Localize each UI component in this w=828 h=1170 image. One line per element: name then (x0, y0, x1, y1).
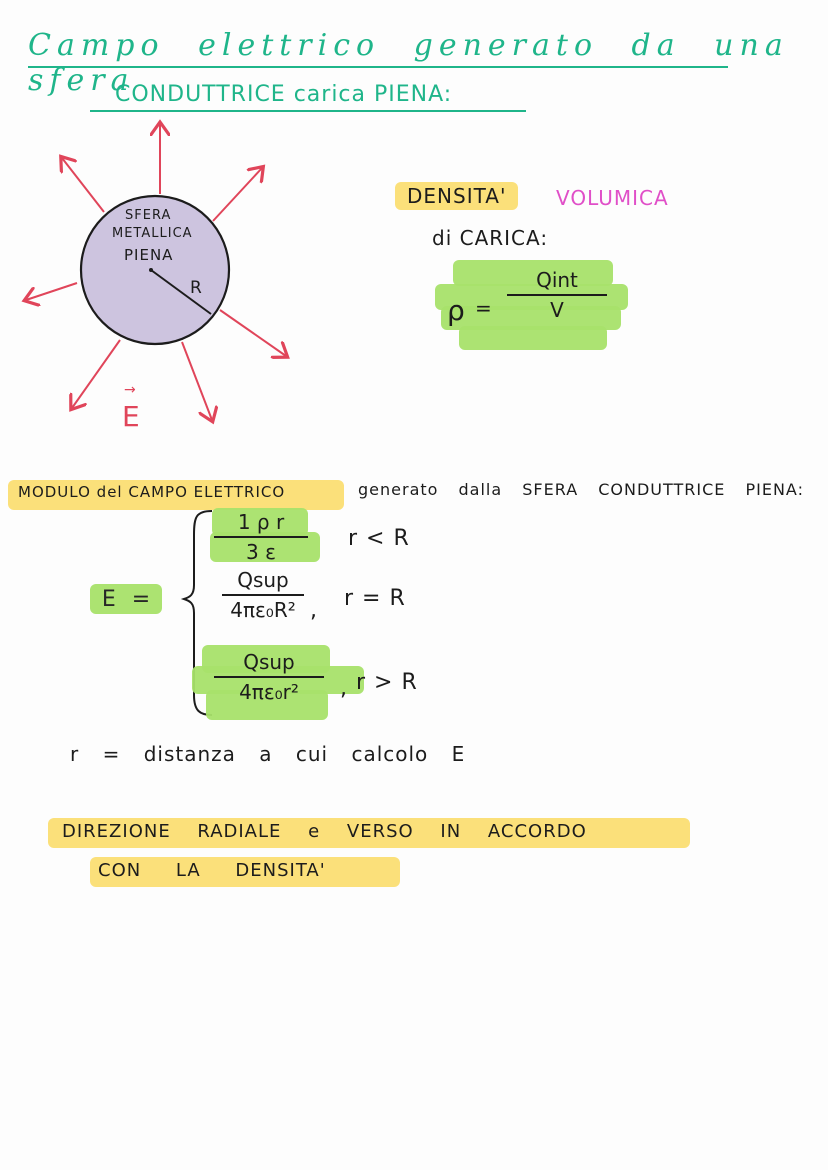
numerator: Qsup (237, 568, 289, 592)
direction-line-1: DIREZIONE RADIALE e VERSO IN ACCORDO (62, 821, 587, 842)
case-3-condition: r > R (356, 670, 418, 695)
title-underline-2 (90, 110, 526, 112)
denominator: V (550, 298, 564, 322)
numerator: Qint (536, 268, 578, 292)
green-highlight (459, 326, 607, 350)
curly-brace-icon (180, 510, 213, 716)
radius-label: R (190, 278, 203, 298)
sphere-label-1: SFERA (125, 208, 172, 223)
volumica-label: VOLUMICA (556, 186, 669, 210)
case-1-fraction: 1 ρ r 3 ε (214, 510, 308, 564)
sphere-field-lines-icon (0, 110, 320, 440)
green-highlight (212, 508, 308, 536)
case-1-condition: r < R (348, 526, 410, 551)
denominator: 4πε₀R² (230, 598, 296, 622)
fraction-bar (214, 676, 324, 678)
rho-symbol: ρ (447, 294, 465, 327)
case-2-condition: r = R (344, 586, 406, 611)
case-2-fraction: Qsup 4πε₀R² (222, 568, 304, 622)
green-highlight (453, 260, 613, 286)
fraction-bar (222, 594, 304, 596)
denominator: 3 ε (246, 540, 276, 564)
numerator: Qsup (243, 650, 295, 674)
density-fraction: Qint V (507, 268, 607, 322)
case-3-separator: , (340, 676, 347, 701)
denominator: 4πε₀r² (239, 680, 299, 704)
e-equals: E = (90, 584, 162, 614)
density-label: DENSITA' (395, 182, 519, 210)
title-underline-1 (28, 66, 728, 68)
density-formula: ρ = Qint V (435, 258, 630, 353)
numerator: 1 ρ r (237, 510, 285, 534)
e-symbol: E (101, 586, 116, 612)
green-highlight (206, 690, 328, 720)
field-vector-mark: → (124, 382, 137, 398)
sphere-diagram: SFERA METALLICA PIENA R → E (0, 110, 320, 440)
equals-sign: = (475, 296, 492, 320)
direction-highlight-2 (90, 857, 400, 887)
field-label: E (122, 400, 141, 433)
fraction-bar (214, 536, 308, 538)
modulo-heading-rest: generato dalla SFERA CONDUTTRICE PIENA: (358, 480, 804, 499)
page-title-line1: Campo elettrico generato da una sfera (28, 28, 789, 98)
case-2-separator: , (310, 598, 317, 623)
green-highlight (192, 666, 364, 694)
carica-label: di CARICA: (432, 226, 549, 250)
sphere-label-3: PIENA (124, 246, 174, 264)
direction-highlight-1 (48, 818, 690, 848)
direction-line-2: CON LA DENSITA' (98, 860, 326, 881)
page-title-line2: CONDUTTRICE carica PIENA: (115, 82, 453, 107)
modulo-highlight (8, 480, 344, 510)
green-highlight (435, 284, 628, 310)
case-3-fraction: Qsup 4πε₀r² (214, 650, 324, 704)
sphere-label-2: METALLICA (112, 226, 193, 241)
modulo-heading: MODULO del CAMPO ELETTRICO (18, 483, 286, 501)
equals-sign: = (131, 586, 151, 612)
fraction-bar (507, 294, 607, 296)
distance-note: r = distanza a cui calcolo E (70, 742, 466, 766)
